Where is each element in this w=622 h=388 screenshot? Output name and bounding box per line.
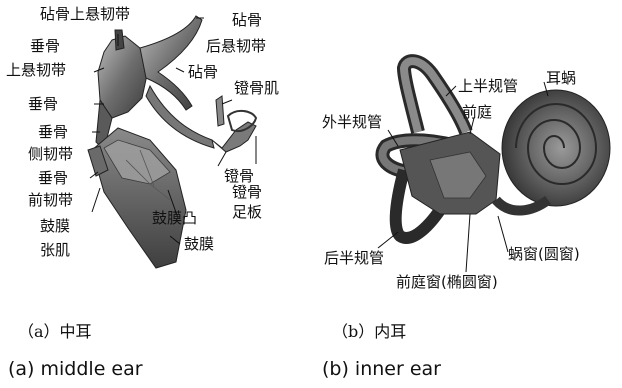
label-incus-2: 砧骨 xyxy=(188,64,218,81)
caption-a-chinese: （a）中耳 xyxy=(18,318,92,342)
label-cochlea: 耳蜗 xyxy=(546,70,576,87)
label-lateral-canal: 外半规管 xyxy=(322,114,382,131)
label-tensor-tympani-2: 张肌 xyxy=(40,242,70,259)
label-incus-superior-ligament: 砧骨上悬韧带 xyxy=(40,6,130,23)
diagram-area xyxy=(0,0,622,310)
label-posterior-canal: 后半规管 xyxy=(324,250,384,267)
caption-b-english: (b) inner ear xyxy=(322,358,441,380)
ear-illustration xyxy=(0,0,622,310)
label-anterior-ligament: 前韧带 xyxy=(28,192,73,209)
label-tensor-tympani-1: 鼓膜 xyxy=(40,218,70,235)
label-vestibule: 前庭 xyxy=(462,104,492,121)
label-umbo: 鼓膜凸 xyxy=(152,210,197,227)
label-superior-canal: 上半规管 xyxy=(458,78,518,95)
label-superior-ligament: 上悬韧带 xyxy=(6,62,66,79)
label-malleus-2: 垂骨 xyxy=(28,96,58,113)
caption-a-english: (a) middle ear xyxy=(8,358,143,380)
label-oval-window: 前庭窗(椭圆窗) xyxy=(396,274,498,291)
label-stapedius: 镫骨肌 xyxy=(234,80,279,97)
label-lateral-ligament: 侧韧带 xyxy=(28,146,73,163)
caption-b-chinese: （b）内耳 xyxy=(332,318,406,342)
label-round-window: 蜗窗(圆窗) xyxy=(508,246,580,263)
label-footplate: 足板 xyxy=(232,204,262,221)
label-incus: 砧骨 xyxy=(232,12,262,29)
label-stapes-2: 镫骨 xyxy=(232,184,262,201)
label-malleus-3: 垂骨 xyxy=(38,124,68,141)
label-incus-posterior-ligament: 后悬韧带 xyxy=(206,38,266,55)
label-malleus-4: 垂骨 xyxy=(38,170,68,187)
label-malleus-1: 垂骨 xyxy=(30,38,60,55)
label-tympanic-membrane: 鼓膜 xyxy=(184,236,214,253)
